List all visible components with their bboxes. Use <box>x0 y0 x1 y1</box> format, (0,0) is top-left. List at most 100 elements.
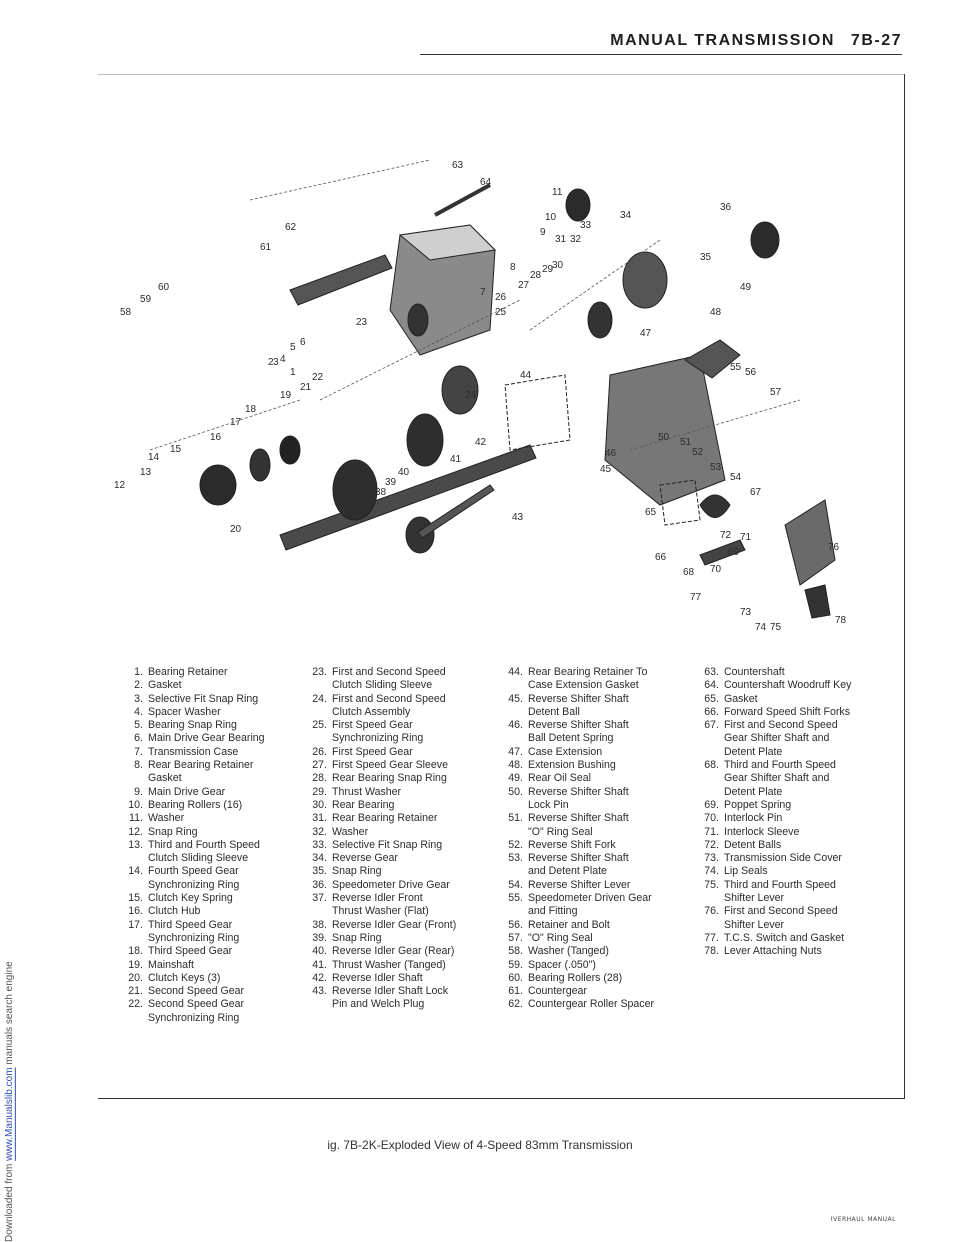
legend-item-number: 50. <box>508 785 523 798</box>
callout-18: 18 <box>245 404 257 415</box>
legend-item-number: 71. <box>704 825 719 838</box>
legend-item-text: Third and Fourth Speed Shifter Lever <box>724 878 836 905</box>
legend-item: 42.Reverse Idler Shaft <box>302 972 492 985</box>
legend-item-text: Countergear <box>528 985 587 998</box>
legend-item-number: 69. <box>704 798 719 811</box>
legend-item: 65.Gasket <box>694 693 904 706</box>
legend-item-text: Rear Bearing <box>332 798 395 811</box>
legend-item-number: 68. <box>704 759 719 772</box>
legend-item-text: Second Speed Gear Synchronizing Ring <box>148 998 245 1024</box>
legend-item: 62.Countergear Roller Spacer <box>498 998 688 1011</box>
callout-78: 78 <box>835 615 847 626</box>
legend-item-text: Countershaft Woodruff Key <box>724 679 852 692</box>
legend-item-text: Transmission Case <box>148 745 239 758</box>
legend-item: 64. Countershaft Woodruff Key <box>694 679 904 692</box>
legend-item: 33.Selective Fit Snap Ring <box>302 839 492 852</box>
callout-4: 4 <box>280 354 286 365</box>
legend-item: 76.First and Second Speed Shifter Lever <box>694 905 904 932</box>
callout-72: 72 <box>720 530 732 541</box>
legend-item-text: Reverse Shifter Shaft and Detent Plate <box>528 852 629 878</box>
legend-item-text: Gasket <box>724 692 758 705</box>
legend-item-text: Reverse Idler Shaft Lock Pin and Welch P… <box>332 985 448 1011</box>
callout-59: 59 <box>140 294 152 305</box>
legend-item: 71.Interlock Sleeve <box>694 826 904 839</box>
legend-item-number: 41. <box>312 958 327 971</box>
legend-item-number: 49. <box>508 772 523 785</box>
download-watermark: Downloaded from www.Manualslib.com manua… <box>4 0 18 1242</box>
legend-item: 46.Reverse Shifter Shaft Ball Detent Spr… <box>498 719 688 746</box>
legend-item-text: Countergear Roller Spacer <box>528 998 655 1011</box>
legend-item: 12. Snap Ring <box>118 826 288 839</box>
legend-item-number: 32. <box>312 825 327 838</box>
legend-column-3: 44.Rear Bearing Retainer To Case Extensi… <box>498 666 688 1012</box>
figure-top-rule <box>98 74 904 75</box>
mainshaft <box>279 444 537 551</box>
legend-item-number: 37. <box>312 892 327 905</box>
legend-item-number: 1. <box>134 666 143 678</box>
legend-item-number: 34. <box>312 852 327 865</box>
legend-item-number: 61. <box>508 985 523 998</box>
legend-item: 27.First Speed Gear Sleeve <box>302 759 492 772</box>
legend-item-number: 6. <box>134 732 143 745</box>
legend-item: 40.Reverse Idler Gear (Rear) <box>302 945 492 958</box>
callout-19: 19 <box>280 390 292 401</box>
legend-item-number: 22. <box>128 998 143 1011</box>
legend-item-number: 36. <box>312 878 327 891</box>
legend-item-text: Bearing Rollers (28) <box>528 971 623 984</box>
legend-item: 15.Clutch Key Spring <box>118 892 288 905</box>
shift-lever <box>804 584 831 619</box>
legend-item-number: 64. <box>704 679 719 692</box>
callout-39: 39 <box>385 477 397 488</box>
legend-item-text: Spacer Washer <box>148 705 221 718</box>
legend-item: 31.Rear Bearing Retainer <box>302 812 492 825</box>
legend-item: 54.Reverse Shifter Lever <box>498 879 688 892</box>
callout-3: 3 <box>273 357 279 368</box>
legend-item-text: Thrust Washer <box>332 785 402 798</box>
legend-item-number: 63. <box>704 666 719 678</box>
legend-item-number: 74. <box>704 865 719 878</box>
legend-item-number: 30. <box>312 798 327 811</box>
watermark-suffix: manuals search engine <box>4 961 15 1068</box>
callout-44: 44 <box>520 370 532 381</box>
watermark-prefix: Downloaded from <box>4 1160 15 1242</box>
legend-item-number: 46. <box>508 719 523 732</box>
legend-item-text: Transmission Side Cover <box>724 852 842 865</box>
countershaft <box>434 183 491 217</box>
legend-item: 60.Bearing Rollers (28) <box>498 972 688 985</box>
callout-24: 24 <box>465 390 477 401</box>
legend-item: 77.T.C.S. Switch and Gasket <box>694 932 904 945</box>
legend-item-number: 57. <box>508 931 523 944</box>
callout-29: 29 <box>542 264 554 275</box>
legend-item-number: 21. <box>128 985 143 998</box>
legend-item-text: Snap Ring <box>148 825 198 838</box>
legend-item-number: 15. <box>128 892 143 905</box>
legend-item-text: Fourth Speed Gear Synchronizing Ring <box>148 865 240 891</box>
legend-column-2: 23.First and Second Speed Clutch Sliding… <box>302 666 492 1012</box>
callout-42: 42 <box>475 437 487 448</box>
legend-item-text: Spacer (.050") <box>528 958 596 971</box>
legend-item: 5.Bearing Snap Ring <box>118 719 288 732</box>
legend-item: 23.First and Second Speed Clutch Sliding… <box>302 666 492 693</box>
legend-item: 20.Clutch Keys (3) <box>118 972 288 985</box>
callout-34: 34 <box>620 210 632 221</box>
callout-8: 8 <box>510 262 516 273</box>
legend-item-text: Gasket <box>148 679 182 692</box>
legend-item-number: 2. <box>134 679 143 692</box>
callout-38: 38 <box>375 487 387 498</box>
legend-item: 57."O" Ring Seal <box>498 932 688 945</box>
legend-item: 3.Selective Fit Snap Ring <box>118 693 288 706</box>
legend-item: 26.First Speed Gear <box>302 746 492 759</box>
clutch-assembly <box>441 365 479 415</box>
diagram-callout-labels: 12 13 14 15 16 17 18 19 20 21 22 1 2 3 4… <box>114 160 847 633</box>
legend-item-number: 24. <box>312 692 327 705</box>
rear-bearing-retainer <box>622 251 668 309</box>
legend-item-number: 12. <box>128 825 143 838</box>
legend-item-number: 42. <box>312 971 327 984</box>
legend-item-text: First and Second Speed Clutch Assembly <box>332 692 446 718</box>
legend-item-number: 76. <box>704 905 719 918</box>
first-gear <box>407 303 429 337</box>
legend-item: 18.Third Speed Gear <box>118 945 288 958</box>
legend-item-text: Main Drive Gear Bearing <box>148 732 265 745</box>
